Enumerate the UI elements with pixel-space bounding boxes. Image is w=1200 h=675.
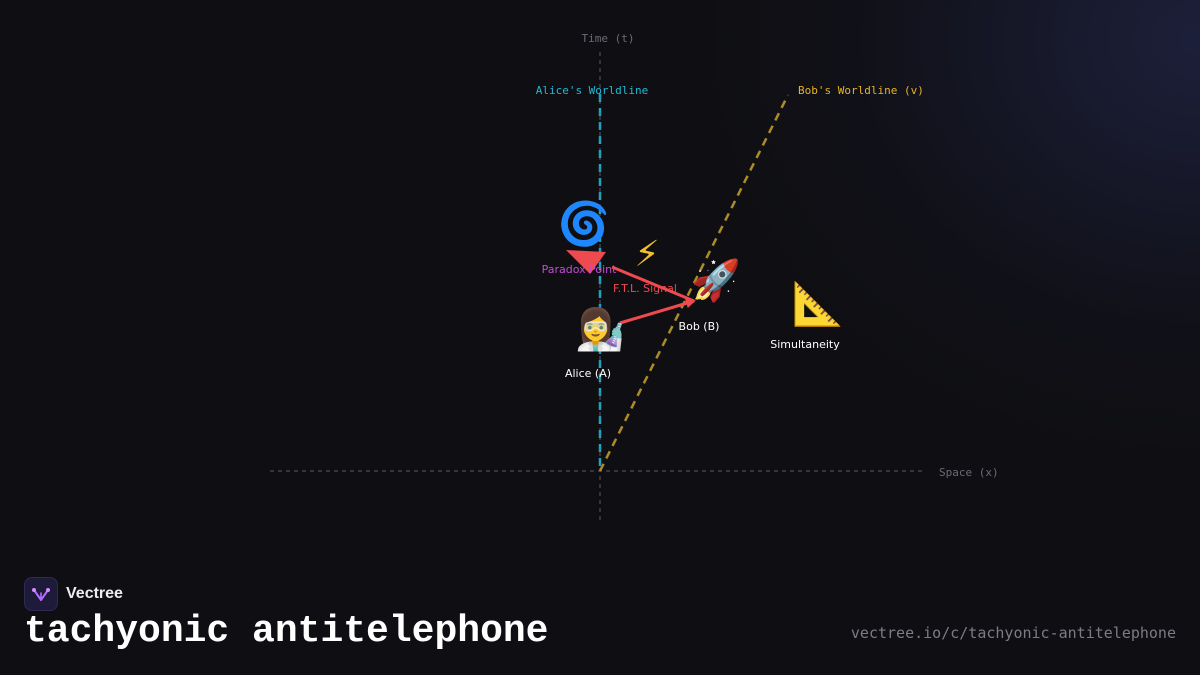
ftl-signal-label: F.T.L. Signal xyxy=(613,282,677,295)
brand[interactable]: Vectree xyxy=(24,577,123,611)
scientist-icon: 👩‍🔬 xyxy=(575,306,625,353)
bob-worldline xyxy=(598,94,790,472)
page-url[interactable]: vectree.io/c/tachyonic-antitelephone xyxy=(850,624,1176,642)
lightning-icon: ⚡ xyxy=(634,234,659,275)
paradox-arrowhead xyxy=(566,250,606,274)
signal-arrow-bob-to-paradox xyxy=(611,265,695,303)
paradox-point-label: Paradox Point xyxy=(542,263,618,276)
spiral-icon: 🌀 xyxy=(558,198,610,248)
space-axis-label: Space (x) xyxy=(939,466,999,479)
bob-label: Bob (B) xyxy=(679,320,720,333)
triangle-ruler-icon: 📐 xyxy=(792,279,844,328)
page-title: tachyonic antitelephone xyxy=(24,610,549,653)
simultaneity-label: Simultaneity xyxy=(770,338,840,351)
rocket-icon: 🚀 xyxy=(691,257,741,304)
vectree-logo-icon xyxy=(24,577,58,611)
brand-name: Vectree xyxy=(66,585,123,602)
signal-arrow-alice-to-bob xyxy=(619,298,696,325)
bob-worldline-label: Bob's Worldline (v) xyxy=(798,84,924,97)
alice-worldline-label: Alice's Worldline xyxy=(536,84,649,97)
alice-label: Alice (A) xyxy=(565,367,611,380)
time-axis-label: Time (t) xyxy=(582,32,635,45)
